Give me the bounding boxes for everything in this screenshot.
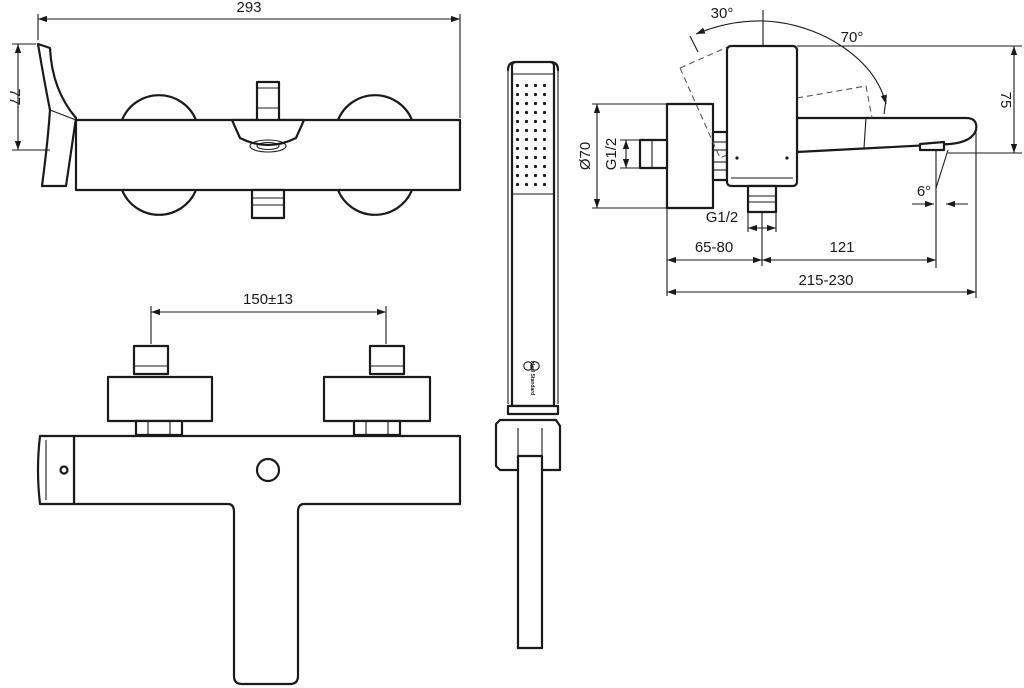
dim-overall-width: 293	[37, 0, 461, 118]
temperature-lever	[36, 42, 78, 188]
right-eccentric-flange	[322, 375, 432, 423]
logo-icon	[523, 361, 533, 371]
dim-label-diameter: Ø70	[577, 142, 594, 170]
dim-centres: 150±13	[150, 291, 387, 344]
dim-label-150: 150±13	[243, 291, 293, 308]
dim-angle-6: 6°	[912, 149, 968, 268]
left-eccentric-flange	[106, 375, 214, 423]
lever-rotated-70	[796, 85, 873, 119]
dim-label-70: 70°	[841, 29, 864, 46]
spout	[795, 116, 978, 154]
side-inlet-nut	[638, 138, 669, 170]
logo-text: Ideal Standard	[529, 361, 535, 395]
aerator	[918, 140, 946, 152]
wall-bracket	[494, 418, 562, 472]
right-inlet-nut	[368, 344, 406, 376]
front-view	[36, 42, 462, 220]
side-view: 30° 70°	[638, 5, 978, 214]
dim-label-77: 77	[6, 89, 23, 106]
dim-label-6: 6°	[917, 183, 931, 200]
dim-total: 215-230	[667, 130, 977, 298]
side-outlet-nut	[746, 184, 778, 214]
mixer-body-side	[725, 44, 799, 188]
dim-label-outlet-thread: G1/2	[706, 209, 739, 226]
top-view	[36, 344, 462, 686]
hand-shower: Ideal Standard	[494, 60, 562, 650]
left-flange-top	[120, 94, 198, 122]
diverter-cup	[230, 118, 306, 147]
dim-label-75: 75	[997, 92, 1014, 109]
right-flange-bottom	[336, 188, 414, 216]
dim-height-75: 75	[797, 45, 1022, 154]
spray-nozzles	[514, 80, 552, 188]
diverter-hole	[255, 457, 281, 483]
dim-label-121: 121	[829, 239, 854, 256]
outlet-nut	[250, 188, 286, 220]
dim-diameter: Ø70	[577, 103, 667, 209]
dim-label-215-230: 215-230	[798, 272, 853, 289]
dim-handle-height: 77	[6, 43, 50, 151]
wall-flange	[665, 102, 715, 210]
lever-end	[36, 434, 76, 506]
dim-depth: 65-80 121	[666, 208, 936, 296]
left-eccentric-nut	[134, 419, 184, 437]
mixer-body-top	[72, 434, 462, 686]
left-inlet-nut	[132, 344, 170, 376]
dim-label-293: 293	[236, 0, 261, 16]
right-flange-top	[336, 94, 414, 122]
right-eccentric-nut	[352, 419, 402, 437]
left-flange-bottom	[120, 188, 198, 216]
dim-label-inlet-thread: G1/2	[603, 138, 620, 171]
dim-label-30: 30°	[711, 5, 734, 22]
shower-base	[506, 404, 560, 416]
dim-label-65-80: 65-80	[695, 239, 733, 256]
dim-inlet-thread: G1/2	[603, 138, 640, 171]
